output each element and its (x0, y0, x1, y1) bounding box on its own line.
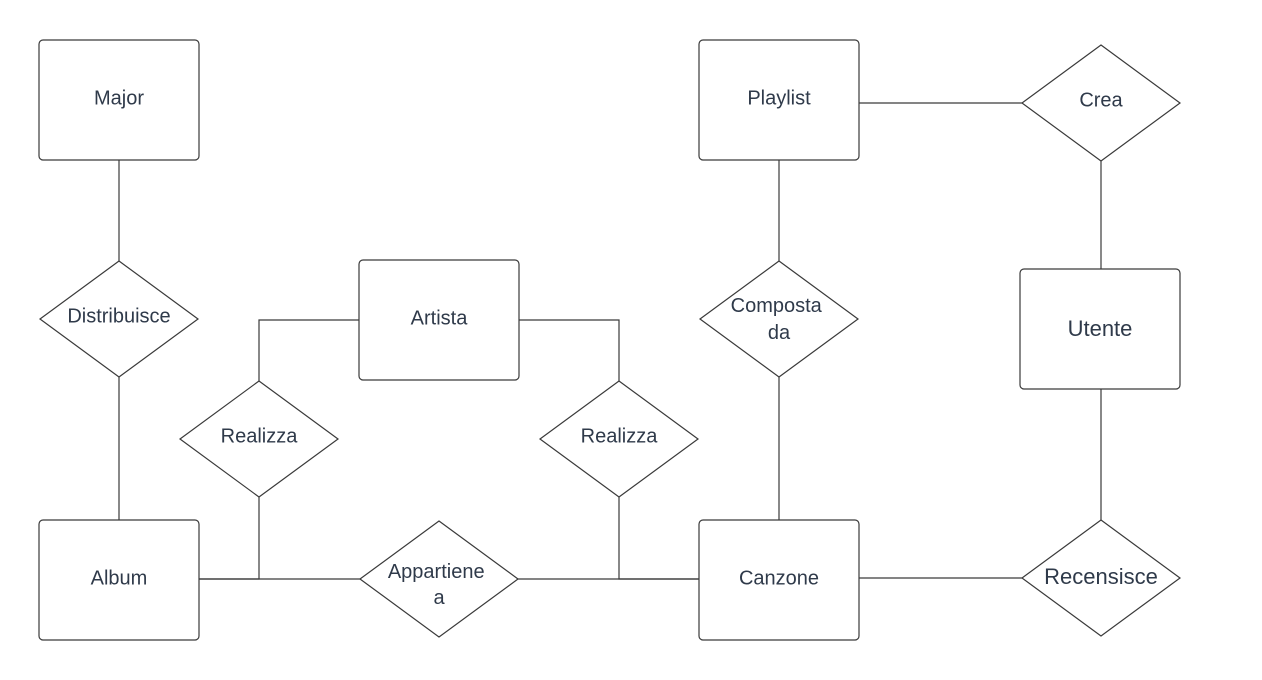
connector-realizza-canzone (618, 497, 699, 580)
relation-recensisce-label: Recensisce (1044, 564, 1158, 589)
entity-playlist-label: Playlist (747, 87, 811, 109)
entity-utente[interactable]: Utente (1019, 268, 1181, 390)
entity-major-label: Major (94, 87, 144, 109)
relation-composta-da-line-1: Composta (731, 295, 823, 317)
relation-realizza-canzone-label: Realizza (581, 425, 659, 447)
relation-recensisce[interactable]: Recensisce (1020, 519, 1182, 637)
relation-realizza-album-label: Realizza (221, 425, 299, 447)
entity-major[interactable]: Major (38, 39, 200, 161)
relation-composta-da[interactable]: Composta da (698, 260, 860, 378)
relation-composta-da-label: Composta da (731, 295, 828, 344)
relation-distribuisce-label: Distribuisce (67, 305, 170, 327)
relation-appartiene-a-label: Appartiene a (388, 561, 490, 609)
entity-utente-label: Utente (1068, 316, 1133, 341)
connector-artista-realizza-album (258, 319, 359, 381)
entity-album-label: Album (91, 567, 148, 589)
relation-appartiene-a-line-2: a (433, 587, 445, 609)
entity-artista-label: Artista (411, 307, 469, 329)
relation-crea[interactable]: Crea (1020, 44, 1182, 162)
entity-canzone[interactable]: Canzone (698, 519, 860, 641)
relation-composta-da-line-2: da (768, 322, 791, 344)
relation-realizza-album[interactable]: Realizza (178, 380, 340, 498)
relation-appartiene-a-line-1: Appartiene (388, 561, 485, 583)
entity-canzone-label: Canzone (739, 567, 819, 589)
entity-artista[interactable]: Artista (358, 259, 520, 381)
relation-distribuisce[interactable]: Distribuisce (38, 260, 200, 378)
connectors (118, 102, 1102, 580)
relation-crea-label: Crea (1079, 89, 1123, 111)
relation-realizza-canzone[interactable]: Realizza (538, 380, 700, 498)
relation-appartiene-a[interactable]: Appartiene a (358, 520, 520, 638)
connector-realizza-album (199, 497, 260, 580)
entity-playlist[interactable]: Playlist (698, 39, 860, 161)
connector-artista-realizza-canzone (519, 319, 620, 381)
entity-album[interactable]: Album (38, 519, 200, 641)
